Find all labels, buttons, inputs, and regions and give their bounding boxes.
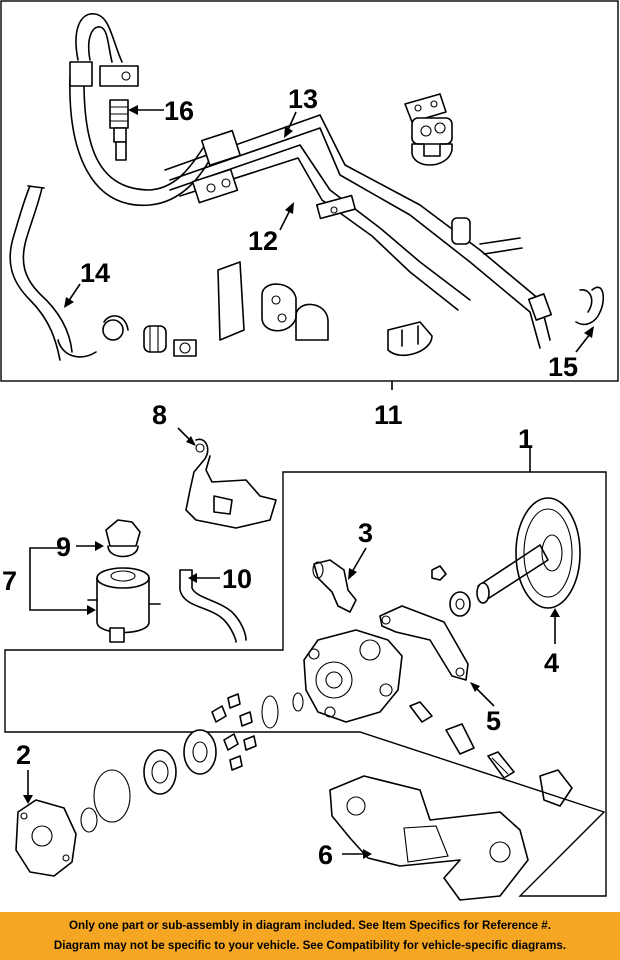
callout-8: 8 bbox=[152, 400, 167, 430]
parts-diagram: 16 13 12 14 15 11 1 8 9 7 10 3 4 5 2 6 bbox=[0, 0, 619, 901]
disclaimer-line-2: Diagram may not be specific to your vehi… bbox=[53, 939, 567, 952]
hose-clamps bbox=[102, 93, 471, 357]
pressure-switch-16 bbox=[109, 99, 129, 161]
callout-5: 5 bbox=[486, 706, 501, 736]
callout-labels: 16 13 12 14 15 11 1 8 9 7 10 3 4 5 2 6 bbox=[2, 84, 578, 870]
callout-9: 9 bbox=[56, 532, 71, 562]
callout-2: 2 bbox=[16, 740, 31, 770]
bracket-6 bbox=[329, 775, 529, 901]
callout-15: 15 bbox=[548, 352, 578, 382]
callout-3: 3 bbox=[358, 518, 373, 548]
leader-lines bbox=[23, 105, 594, 859]
disclaimer-line-1: Only one part or sub-assembly in diagram… bbox=[69, 919, 551, 932]
pump-cover-2 bbox=[15, 799, 77, 877]
hose-10 bbox=[179, 569, 247, 643]
pump-body bbox=[303, 629, 403, 723]
bracket-5 bbox=[379, 605, 469, 681]
flow-control-valve bbox=[409, 701, 573, 807]
callout-12: 12 bbox=[248, 226, 278, 256]
callout-13: 13 bbox=[288, 84, 318, 114]
hose-assembly-frame bbox=[0, 0, 619, 382]
vanes-rotor bbox=[143, 693, 257, 795]
callout-10: 10 bbox=[222, 564, 252, 594]
pump-assembly-frame bbox=[4, 471, 607, 897]
bracket-8 bbox=[185, 438, 277, 529]
o-rings bbox=[80, 692, 304, 833]
callout-16: 16 bbox=[164, 96, 194, 126]
disclaimer-banner: Only one part or sub-assembly in diagram… bbox=[0, 912, 620, 960]
callout-14: 14 bbox=[80, 258, 110, 288]
return-hose-14 bbox=[9, 185, 97, 361]
reservoir-7 bbox=[87, 519, 161, 643]
callout-11: 11 bbox=[374, 400, 403, 430]
callout-4: 4 bbox=[544, 648, 559, 678]
hose-15 bbox=[479, 237, 605, 326]
fitting-3 bbox=[312, 559, 357, 613]
pulley-4 bbox=[431, 497, 581, 617]
callout-1: 1 bbox=[518, 424, 533, 454]
callout-6: 6 bbox=[318, 840, 333, 870]
callout-7: 7 bbox=[2, 566, 17, 596]
pressure-hose-lines bbox=[69, 13, 551, 349]
